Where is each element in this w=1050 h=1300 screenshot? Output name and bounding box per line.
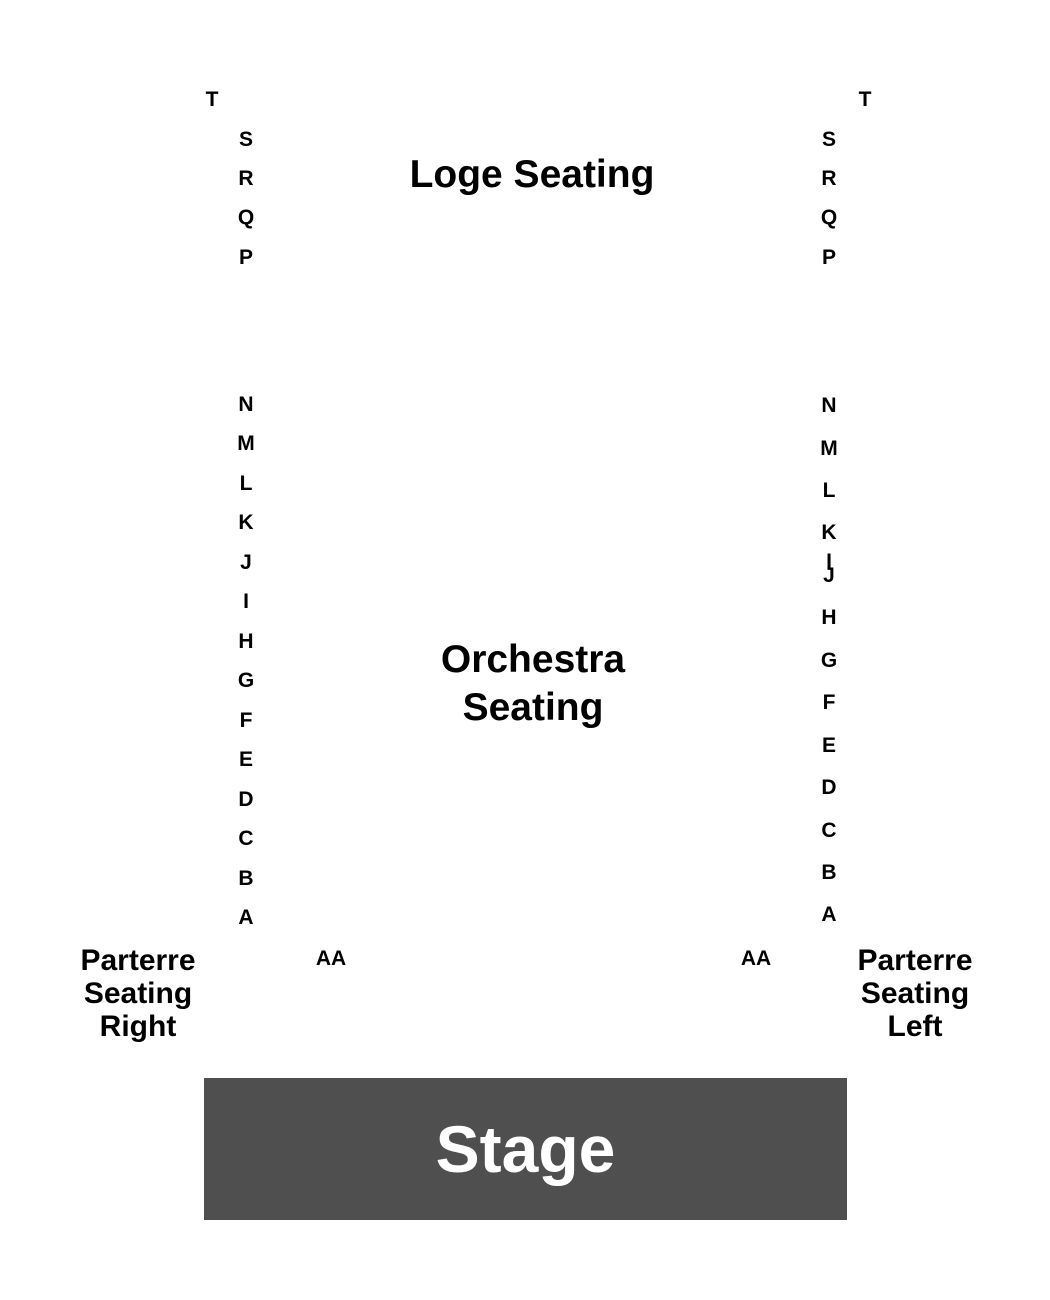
parterre-left-line3: Left (887, 1010, 943, 1043)
left-row-label: G (237, 669, 255, 692)
left-row-label: T (205, 88, 219, 111)
right-row-label: I (826, 550, 832, 573)
aisle-label-right: AA (740, 947, 772, 970)
parterre-seating-right-label: Parterre Seating Right (38, 944, 238, 1043)
left-row-label: K (238, 511, 254, 534)
left-row-label: N (238, 393, 254, 416)
stage: Stage (204, 1078, 847, 1220)
left-row-label: L (239, 472, 253, 495)
right-row-label: N (821, 394, 837, 417)
right-row-label: B (821, 861, 837, 884)
right-row-label: P (821, 246, 836, 269)
right-row-label: C (821, 819, 837, 842)
parterre-right-line3: Right (99, 1010, 177, 1043)
right-row-label: G (820, 649, 838, 672)
left-row-label: E (238, 748, 253, 771)
left-row-label: I (243, 590, 249, 613)
left-row-label: Q (237, 206, 255, 229)
right-row-label: T (858, 88, 872, 111)
left-row-label: M (237, 432, 255, 455)
left-row-label: H (238, 630, 254, 653)
left-row-label: A (238, 906, 254, 929)
left-row-label: C (238, 827, 254, 850)
parterre-left-line1: Parterre (857, 944, 973, 977)
right-row-label: S (821, 128, 836, 151)
left-row-label: B (238, 867, 254, 890)
left-row-label: J (240, 551, 252, 574)
orchestra-seating-label: Orchestra Seating (383, 636, 683, 732)
left-row-label: F (239, 709, 253, 732)
left-row-label: R (238, 167, 254, 190)
left-row-label: S (238, 128, 253, 151)
right-row-label: K (821, 521, 837, 544)
right-row-label: Q (820, 206, 838, 229)
left-row-label: D (238, 788, 254, 811)
right-row-label: D (821, 776, 837, 799)
right-row-label: L (822, 479, 836, 502)
right-row-label: M (820, 437, 838, 460)
right-row-label: H (821, 606, 837, 629)
right-row-label: F (822, 691, 836, 714)
right-row-label: A (821, 903, 837, 926)
parterre-right-line2: Seating (83, 977, 193, 1010)
parterre-left-line2: Seating (860, 977, 970, 1010)
left-row-label: P (238, 246, 253, 269)
right-row-label: E (821, 734, 836, 757)
orchestra-label-line2: Seating (462, 686, 604, 729)
aisle-label-left: AA (315, 947, 347, 970)
stage-label: Stage (435, 1112, 616, 1186)
parterre-seating-left-label: Parterre Seating Left (815, 944, 1015, 1043)
orchestra-label-line1: Orchestra (440, 638, 626, 681)
right-row-label: R (821, 167, 837, 190)
loge-seating-label: Loge Seating (409, 153, 655, 196)
parterre-right-line1: Parterre (80, 944, 196, 977)
right-row-label: J (823, 564, 835, 587)
